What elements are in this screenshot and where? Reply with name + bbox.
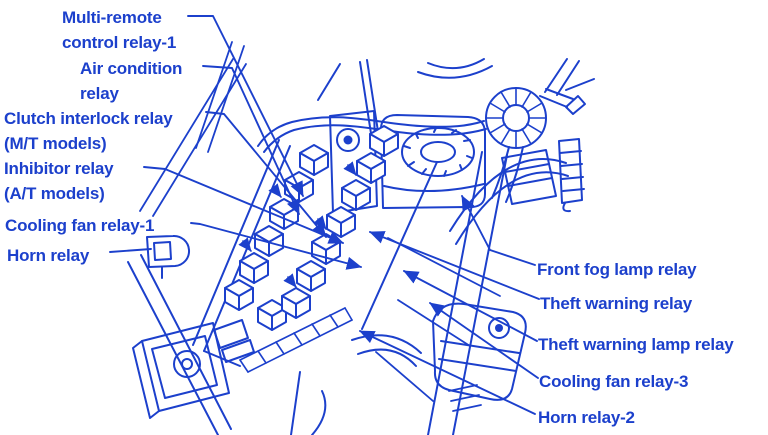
label-theft-warning-lamp-relay: Theft warning lamp relay	[538, 335, 734, 354]
label-air-condition-relay: Air condition relay	[80, 59, 183, 103]
leader-inhibitor-relay	[143, 166, 344, 244]
leader-cooling-fan-relay-3	[429, 302, 539, 379]
right-diagonal-lines	[375, 237, 501, 402]
label-multi-remote-control-relay-1: Multi-remote control relay-1	[62, 8, 177, 52]
leader-theft-warning-relay	[369, 231, 540, 300]
connector-hatch	[239, 307, 353, 373]
leader-horn-relay	[109, 248, 152, 253]
engine-mount	[432, 302, 527, 412]
leader-air-condition-relay	[202, 65, 300, 215]
battery-bracket	[127, 254, 255, 435]
reservoir-body	[379, 114, 486, 209]
bracket-circle	[173, 350, 201, 378]
right-ribbed-connector	[558, 138, 585, 213]
leader-lines	[109, 15, 540, 415]
label-clutch-interlock-relay: Clutch interlock relay (M/T models)	[4, 109, 173, 153]
antenna-rod	[317, 59, 380, 141]
leader-theft-warning-lamp-relay	[403, 270, 538, 342]
relay-tray-rails	[192, 139, 438, 373]
label-theft-warning-relay: Theft warning relay	[540, 294, 693, 313]
radiator-hose-curve	[449, 158, 569, 245]
leader-horn-relay-2	[359, 330, 536, 415]
frame-corner-lines	[544, 58, 595, 96]
label-cooling-fan-relay-1: Cooling fan relay-1	[5, 216, 155, 235]
leader-front-fog-lamp-relay	[461, 195, 536, 266]
leader-multi-remote-control-relay-1	[187, 15, 304, 197]
label-horn-relay: Horn relay	[7, 246, 90, 265]
lattice-lines	[139, 41, 247, 217]
hose-ribs	[485, 87, 547, 149]
cowl-arcs	[417, 58, 493, 79]
label-front-fog-lamp-relay: Front fog lamp relay	[537, 260, 697, 279]
corrugated-hose	[485, 87, 586, 203]
mounting-plate	[329, 110, 378, 214]
label-cooling-fan-relay-3: Cooling fan relay-3	[539, 372, 689, 391]
label-inhibitor-relay: Inhibitor relay (A/T models)	[4, 159, 114, 203]
leader-clutch-interlock-relay	[205, 111, 327, 238]
hose-clamp-fitting	[501, 149, 557, 205]
reservoir-cap	[401, 127, 475, 177]
horn-relay-bracket	[146, 234, 191, 279]
label-horn-relay-2: Horn relay-2	[538, 408, 635, 427]
relay-pointer-arrows	[238, 161, 357, 288]
harness-lines	[257, 116, 487, 153]
relay-cubes	[224, 125, 399, 331]
bottom-ribbed-fitting	[448, 384, 482, 412]
leader-cooling-fan-relay-1	[190, 222, 362, 270]
